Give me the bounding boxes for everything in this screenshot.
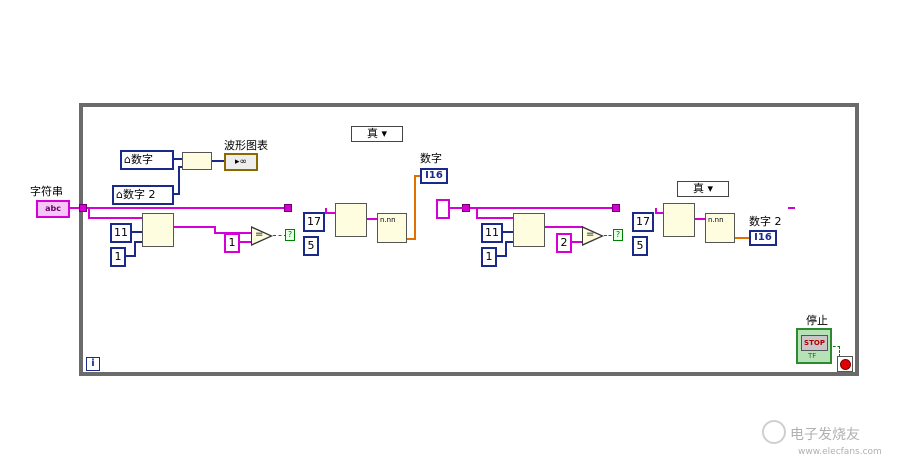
string-indicator-mini	[436, 199, 450, 219]
orange-wire-3	[414, 175, 420, 177]
constant-11-a[interactable]: 11	[110, 223, 132, 243]
case-selector-1[interactable]: 真 ▾	[351, 126, 403, 142]
num-wire-2	[172, 193, 178, 195]
case-selector-terminal-1: ?	[285, 229, 295, 241]
bool-wire-1	[273, 235, 287, 237]
wire-1-a-h	[134, 241, 142, 243]
num-wire-1	[172, 158, 182, 160]
wire-subset-a-in	[88, 208, 90, 218]
equal-node-1-inner	[252, 228, 270, 244]
num-wire-3	[178, 166, 180, 195]
wire-1-b-v	[505, 241, 507, 257]
bundle-node	[182, 152, 212, 170]
house-icon: ⌂	[124, 153, 131, 166]
format-icon: n.nn	[380, 216, 396, 224]
while-loop-frame	[79, 103, 859, 376]
wire-subset-a-in2	[88, 217, 142, 219]
num-wire-4	[178, 166, 182, 168]
numeric-indicator-1: I16	[420, 168, 448, 184]
iteration-terminal: i	[86, 357, 100, 371]
frac-exp-to-number-2: n.nn	[705, 213, 735, 243]
mid-wire	[450, 207, 466, 209]
case-structure-1	[284, 126, 470, 280]
stop-button-terminal[interactable]: STOP TF	[796, 328, 832, 364]
case2-wire-in	[655, 208, 657, 214]
string-subset-node-d	[663, 203, 695, 237]
case1-tunnel-in	[284, 204, 292, 212]
bundle-out-wire	[212, 160, 224, 162]
stop-label: 停止	[806, 314, 828, 327]
house-icon: ⌂	[116, 188, 123, 201]
orange-wire-2	[414, 175, 416, 240]
watermark-icon	[762, 420, 786, 444]
orange-wire-1	[407, 238, 415, 240]
constant-compare-2[interactable]: 2	[556, 233, 572, 253]
case2-wire-in2	[655, 212, 663, 214]
equal-sign-1: =	[255, 229, 264, 240]
waveform-icon: ▸∞	[234, 157, 247, 167]
string-control[interactable]: abc	[36, 200, 70, 218]
constant-5-b[interactable]: 5	[632, 236, 648, 256]
constant-compare-1[interactable]: 1	[224, 233, 240, 253]
waveform-chart-terminal: ▸∞	[224, 153, 258, 171]
stop-button[interactable]: STOP	[801, 335, 828, 351]
tf-label: TF	[808, 352, 817, 360]
constant-1-a[interactable]: 1	[110, 247, 126, 267]
wire-1-a	[126, 255, 134, 257]
constant-1-b[interactable]: 1	[481, 247, 497, 267]
watermark-logo: 电子发烧友	[790, 427, 860, 443]
constant-17-a[interactable]: 17	[303, 212, 325, 232]
subset-a-out	[174, 226, 214, 228]
orange-wire-4	[735, 237, 749, 239]
constant-11-b[interactable]: 11	[481, 223, 503, 243]
subset-b-out	[367, 218, 377, 220]
wire-1-b	[497, 255, 505, 257]
equal-sign-2: =	[586, 229, 595, 240]
stop-circle-icon	[840, 359, 851, 370]
wire-11-a	[132, 231, 142, 233]
number2-local-variable[interactable]: ⌂数字 2	[112, 185, 174, 205]
loop-tunnel-string	[79, 204, 87, 212]
waveform-chart-label: 波形图表	[224, 139, 268, 152]
wire-subset-c-in	[476, 208, 478, 218]
wire-1-a-v	[134, 241, 136, 257]
wire-cmp2	[572, 241, 582, 243]
case-selector-2[interactable]: 真 ▾	[677, 181, 729, 197]
stop-wire	[833, 346, 840, 361]
string-subset-node-b	[335, 203, 367, 237]
format-icon: n.nn	[708, 216, 724, 224]
case1-wire-in2	[325, 212, 335, 214]
equal-node-2-inner	[583, 228, 601, 244]
numeric-indicator-2: I16	[749, 230, 777, 246]
case-selector-terminal-2: ?	[613, 229, 623, 241]
subset-c-out	[545, 226, 583, 228]
watermark-url: www.elecfans.com	[798, 447, 882, 457]
wire-cmp1	[240, 241, 252, 243]
string-subset-node-c	[513, 213, 545, 247]
wire-11-b	[503, 231, 513, 233]
wire-1-b-h	[505, 241, 513, 243]
string-subset-node-a	[142, 213, 174, 247]
stop-condition-terminal	[837, 356, 853, 372]
string-control-label: 字符串	[30, 185, 63, 198]
numeric-indicator-2-label: 数字 2	[749, 215, 782, 228]
case1-wire-in	[325, 208, 327, 214]
bool-wire-2	[604, 235, 616, 237]
subset-a-out-v	[214, 226, 216, 234]
number-local-variable[interactable]: ⌂数字	[120, 150, 174, 170]
wire-subset-c-in2	[476, 217, 513, 219]
constant-17-b[interactable]: 17	[632, 212, 654, 232]
constant-5-a[interactable]: 5	[303, 236, 319, 256]
numeric-indicator-1-label: 数字	[420, 152, 442, 165]
subset-d-out	[695, 218, 705, 220]
frac-exp-to-number-1: n.nn	[377, 213, 407, 243]
case2-tunnel-in	[612, 204, 620, 212]
